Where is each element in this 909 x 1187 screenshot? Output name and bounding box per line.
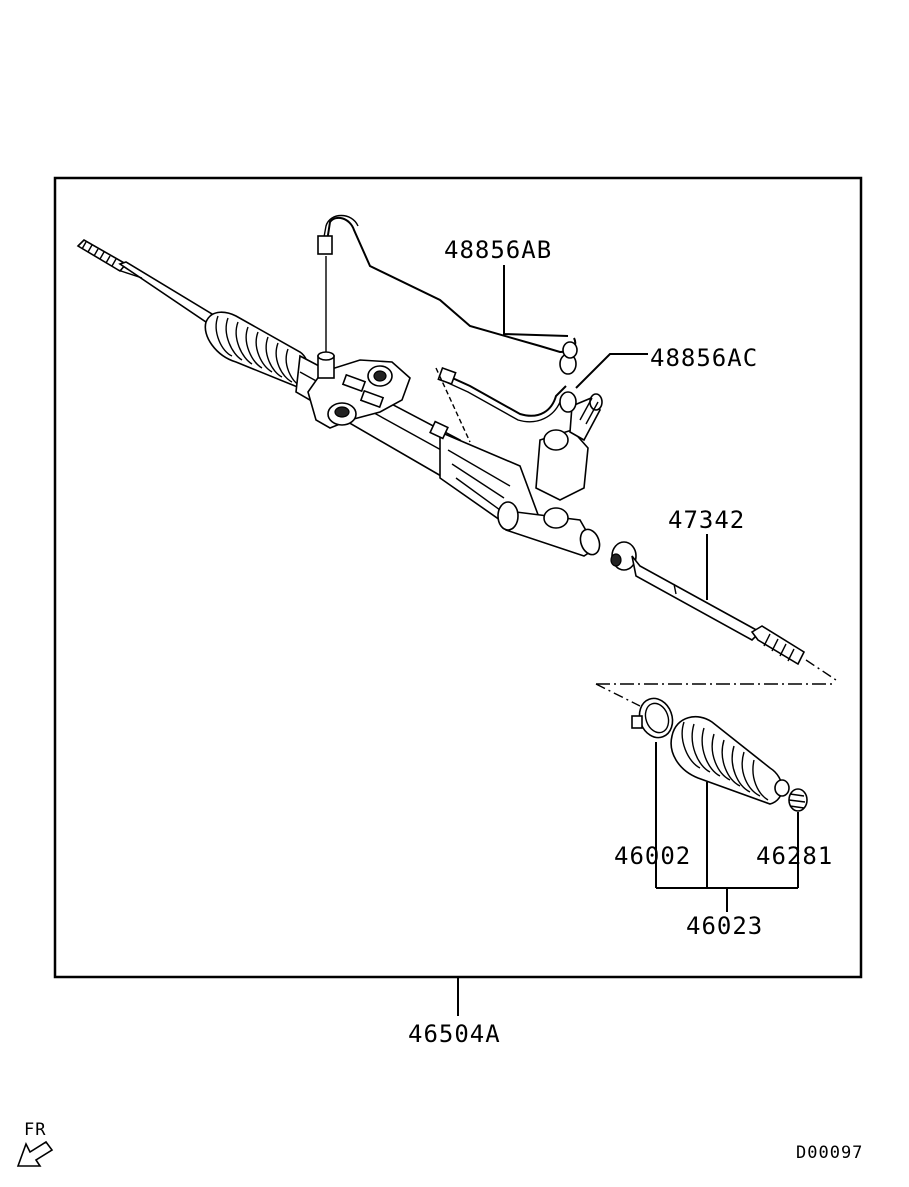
- left-boot: [204, 311, 310, 389]
- label-48856AB: 48856AB: [444, 236, 552, 264]
- band-46002: [631, 697, 674, 739]
- label-46281: 46281: [756, 842, 833, 870]
- diagram-code: D00097: [796, 1143, 863, 1163]
- boot-46023: [670, 715, 790, 805]
- pressure-pipe-48856AC: [435, 366, 577, 443]
- left-thread: [76, 239, 128, 273]
- rack-housing: [295, 351, 603, 557]
- label-47342: 47342: [668, 506, 745, 534]
- guide-lines: [595, 659, 837, 707]
- tie-rod-47342: [610, 541, 806, 666]
- label-46002: 46002: [614, 842, 691, 870]
- steering-rack-illustration: [76, 214, 806, 666]
- leader-lines: [457, 265, 799, 1016]
- clip-46281: [788, 788, 808, 812]
- label-46023: 46023: [686, 912, 763, 940]
- label-46504A: 46504A: [408, 1020, 501, 1048]
- arrow-down-left-icon: [16, 1140, 54, 1167]
- direction-label: FR: [24, 1120, 46, 1140]
- pressure-pipe-48856AB: [317, 214, 578, 375]
- label-48856AC: 48856AC: [650, 344, 758, 372]
